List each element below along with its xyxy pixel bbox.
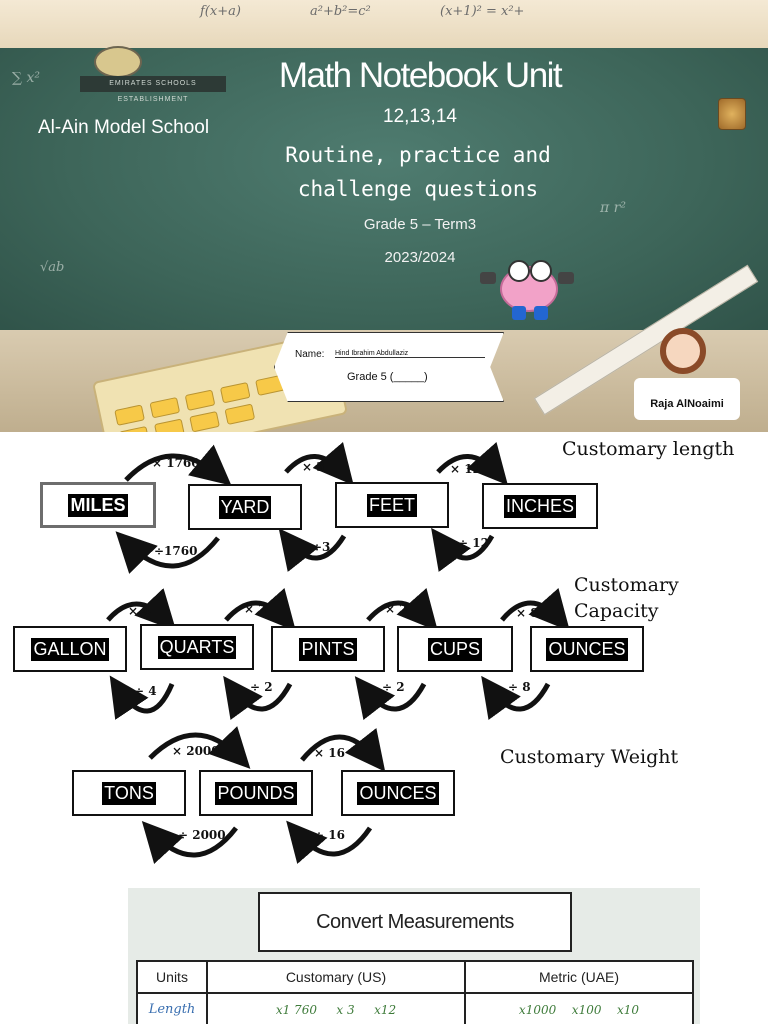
cover-banner: f(x+a) a²+b²=c² (x+1)² = x²+ ∑ x² π r² √… (0, 0, 768, 432)
multiply-label: × 2 (385, 602, 408, 616)
school-year: 2023/2024 (384, 249, 456, 266)
convert-measurements-photo: Convert Measurements Units Customary (US… (128, 888, 700, 1024)
arrow-multiply (148, 726, 251, 769)
divide-label: ÷ 2 (250, 680, 273, 694)
table-cell: x1 760 x 3 x12 (206, 992, 466, 1024)
arrow-multiply (284, 442, 354, 486)
conversion-charts: Customary length MILES YARD FEET INCHES … (0, 432, 768, 872)
arrow-divide (141, 820, 238, 864)
multiply-label: × 8 (516, 606, 539, 620)
multiply-label: × 2 (244, 602, 267, 616)
arrow-multiply (300, 727, 386, 772)
divide-label: ÷ 12 (458, 536, 489, 550)
table-header: Units (136, 960, 208, 994)
chalk-scribble: √ab (40, 260, 65, 275)
arrow-divide (278, 528, 347, 573)
chalk-scribble: π r² (600, 200, 626, 216)
arrow-divide (115, 531, 220, 574)
multiply-label: × 3 (302, 460, 325, 474)
divide-label: ÷ 4 (134, 684, 157, 698)
arrow-multiply (106, 588, 177, 631)
unit-box: OUNCES (530, 626, 644, 672)
arrow-divide (354, 676, 427, 721)
cover-title: Math Notebook Unit (278, 56, 563, 95)
multiply-label: × 4 (128, 604, 151, 618)
name-card: Name: Hind Ibrahim Abdullaziz Grade 5 (_… (274, 332, 504, 402)
paper-strip: f(x+a) a²+b²=c² (x+1)² = x²+ (0, 0, 768, 48)
multiply-label: × 12 (450, 462, 481, 476)
brain-mascot-icon (478, 256, 578, 326)
table-header: Metric (UAE) (464, 960, 694, 994)
divide-label: ÷ 2000 (178, 828, 226, 842)
unit-box: GALLON (13, 626, 127, 672)
unit-box: TONS (72, 770, 186, 816)
school-name: Al-Ain Model School (38, 117, 210, 138)
arrow-multiply (366, 588, 438, 632)
unit-box: FEET (335, 482, 449, 528)
arrow-divide (109, 675, 175, 720)
conversion-table: Units Customary (US) Metric (UAE) Length… (136, 960, 694, 1024)
divide-label: ÷3 (312, 540, 331, 554)
arrow-divide (481, 675, 551, 720)
capacity-title: Customary Capacity (574, 574, 679, 622)
teacher-name: Raja AlNoaimi (634, 378, 740, 420)
arrow-divide (431, 527, 495, 572)
unit-box: PINTS (271, 626, 385, 672)
table-cell: x1000 x100 x10 (464, 992, 694, 1024)
row-label: Length (136, 992, 208, 1024)
weight-title: Customary Weight (500, 746, 679, 768)
teacher-avatar (660, 328, 706, 374)
multiply-label: × 16 (314, 746, 345, 760)
arrow-divide (223, 675, 293, 720)
arrow-multiply (436, 442, 508, 486)
unit-box: OUNCES (341, 770, 455, 816)
uae-emblem-icon (718, 98, 746, 130)
chalk-scribble: ∑ x² (12, 70, 40, 86)
multiply-label: × 1760 (152, 456, 200, 470)
photo-header: Convert Measurements (258, 892, 572, 952)
cover-units: 12,13,14 (383, 106, 457, 127)
arrow-multiply (224, 588, 296, 632)
unit-box: INCHES (482, 483, 598, 529)
school-logo: EMIRATES SCHOOLS ESTABLISHMENT (80, 46, 226, 103)
length-title: Customary length (562, 438, 735, 460)
divide-label: ÷1760 (154, 544, 198, 558)
unit-box: CUPS (397, 626, 513, 672)
grade-field: Grade 5 (_____) (347, 371, 428, 383)
divide-label: ÷ 8 (508, 680, 531, 694)
grade-term: Grade 5 – Term3 (363, 216, 477, 233)
table-header: Customary (US) (206, 960, 466, 994)
arrow-multiply (500, 588, 570, 632)
unit-box: POUNDS (199, 770, 313, 816)
multiply-label: × 2000 (172, 744, 220, 758)
cover-subtitle: Routine, practice and challenge question… (285, 143, 551, 201)
divide-label: ÷ 2 (382, 680, 405, 694)
arrow-layer (106, 442, 570, 864)
unit-box: MILES (40, 482, 156, 528)
student-name: Hind Ibrahim Abdullaziz (335, 350, 485, 358)
divide-label: ÷ 16 (314, 828, 345, 842)
arrow-multiply (124, 444, 232, 486)
unit-box: YARD (188, 484, 302, 530)
unit-box: QUARTS (140, 624, 254, 670)
arrow-divide (286, 820, 373, 864)
